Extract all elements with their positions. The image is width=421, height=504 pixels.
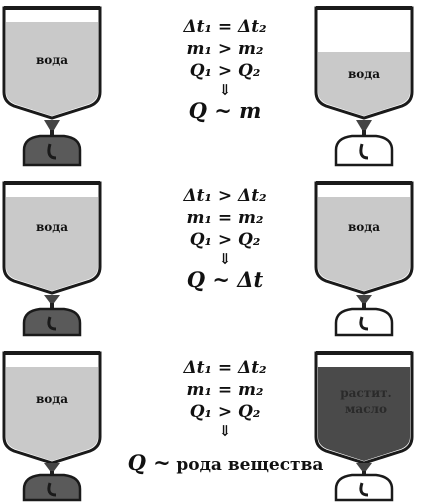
left-vessel-2: вода [0, 175, 110, 339]
down-arrow-icon: ⇓ [218, 250, 232, 268]
right-vessel-2-label: вода [348, 220, 380, 234]
right-vessel-1-label: вода [348, 67, 380, 81]
left-vessel-1: вода [0, 0, 110, 169]
left-vessel-1-label: вода [36, 53, 68, 67]
result-2: Q ~ Δt [186, 267, 264, 292]
condition-dt-1: Δt₁ = Δt₂ [183, 17, 267, 37]
right-vessel-1: вода [312, 0, 421, 169]
left-vessel-2-label: вода [36, 220, 68, 234]
condition-m-2: m₁ = m₂ [186, 208, 264, 228]
down-arrow-icon: ⇓ [218, 422, 232, 440]
condition-q-1: Q₁ > Q₂ [189, 61, 261, 81]
condition-m-1: m₁ > m₂ [186, 39, 264, 59]
result-3: Q ~ рода вещества [103, 450, 348, 475]
condition-dt-3: Δt₁ = Δt₂ [183, 358, 267, 378]
result-1: Q ~ m [188, 98, 262, 123]
equation-block-3: Δt₁ = Δt₂ m₁ = m₂ Q₁ > Q₂ ⇓ [150, 357, 300, 439]
result-3-q: Q ~ [127, 450, 171, 475]
left-vessel-3-label: вода [36, 392, 68, 406]
right-vessel-3: растит. масло [312, 345, 421, 504]
left-vessel-3: вода [0, 345, 110, 504]
row-1: вода Δt₁ = Δt₂ m₁ > m₂ Q₁ > Q₂ ⇓ Q ~ m в… [0, 0, 421, 170]
result-3-text: рода вещества [176, 455, 324, 475]
right-vessel-2: вода [312, 175, 421, 339]
condition-m-3: m₁ = m₂ [186, 380, 264, 400]
row-3: вода Δt₁ = Δt₂ m₁ = m₂ Q₁ > Q₂ ⇓ растит.… [0, 345, 421, 502]
right-vessel-3-label-2: масло [345, 402, 387, 416]
condition-q-3: Q₁ > Q₂ [189, 402, 261, 422]
equation-block-2: Δt₁ > Δt₂ m₁ = m₂ Q₁ > Q₂ ⇓ Q ~ Δt [150, 185, 300, 293]
equation-block-1: Δt₁ = Δt₂ m₁ > m₂ Q₁ > Q₂ ⇓ Q ~ m [150, 16, 300, 124]
condition-dt-2: Δt₁ > Δt₂ [183, 186, 267, 206]
down-arrow-icon: ⇓ [218, 81, 232, 99]
right-vessel-3-label-1: растит. [340, 386, 391, 400]
condition-q-2: Q₁ > Q₂ [189, 230, 261, 250]
row-2: вода Δt₁ > Δt₂ m₁ = m₂ Q₁ > Q₂ ⇓ Q ~ Δt … [0, 175, 421, 340]
